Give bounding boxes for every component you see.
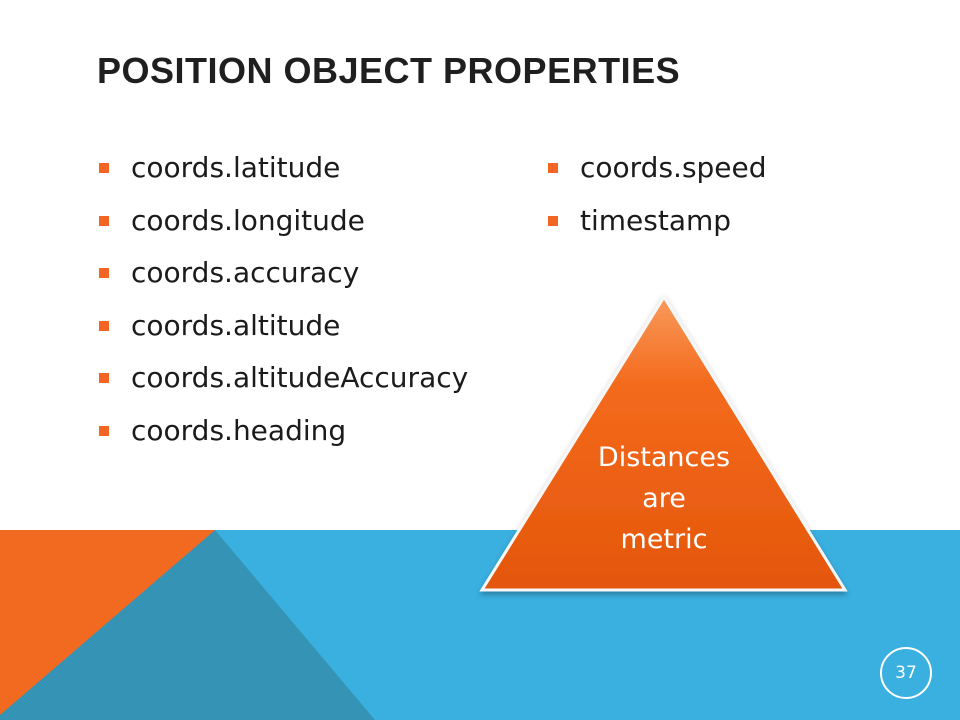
orange-square-bullet-icon bbox=[99, 215, 109, 226]
bullet-list-left: coords.latitude coords.longitude coords.… bbox=[99, 152, 468, 467]
bullet-text: timestamp bbox=[580, 203, 732, 237]
bullet-text: coords.accuracy bbox=[131, 256, 360, 289]
orange-square-bullet-icon bbox=[99, 425, 109, 436]
slide-title: POSITION OBJECT PROPERTIES bbox=[97, 50, 681, 91]
orange-square-bullet-icon bbox=[99, 373, 109, 383]
pyramid-label-line: are bbox=[642, 483, 686, 514]
page-number-badge: 37 bbox=[880, 647, 932, 699]
orange-square-bullet-icon bbox=[548, 163, 558, 173]
list-item: coords.longitude bbox=[99, 203, 468, 258]
list-item: coords.altitude bbox=[99, 308, 468, 363]
orange-square-bullet-icon bbox=[548, 215, 558, 226]
bullet-text: coords.altitudeAccuracy bbox=[131, 361, 469, 394]
list-item: coords.latitude bbox=[99, 152, 468, 205]
orange-square-bullet-icon bbox=[99, 163, 109, 173]
list-item: coords.accuracy bbox=[99, 257, 468, 310]
bullet-text: coords.latitude bbox=[131, 151, 341, 184]
bullet-text: coords.longitude bbox=[131, 203, 365, 237]
orange-corner-shape bbox=[0, 530, 215, 715]
pyramid-shape bbox=[479, 294, 848, 592]
pyramid-label: Distances are metric bbox=[560, 437, 768, 560]
bullet-text: coords.speed bbox=[580, 151, 767, 184]
pyramid-label-line: Distances bbox=[597, 442, 731, 473]
list-item: coords.heading bbox=[99, 413, 468, 468]
list-item: timestamp bbox=[548, 203, 767, 258]
bullet-list-right: coords.speed timestamp bbox=[548, 152, 767, 257]
list-item: coords.speed bbox=[548, 152, 767, 205]
bullet-text: coords.altitude bbox=[131, 308, 341, 342]
orange-square-bullet-icon bbox=[99, 320, 109, 331]
pyramid-label-line: metric bbox=[620, 524, 708, 555]
orange-square-bullet-icon bbox=[99, 268, 109, 278]
list-item: coords.altitudeAccuracy bbox=[99, 362, 468, 415]
bullet-text: coords.heading bbox=[131, 413, 347, 447]
